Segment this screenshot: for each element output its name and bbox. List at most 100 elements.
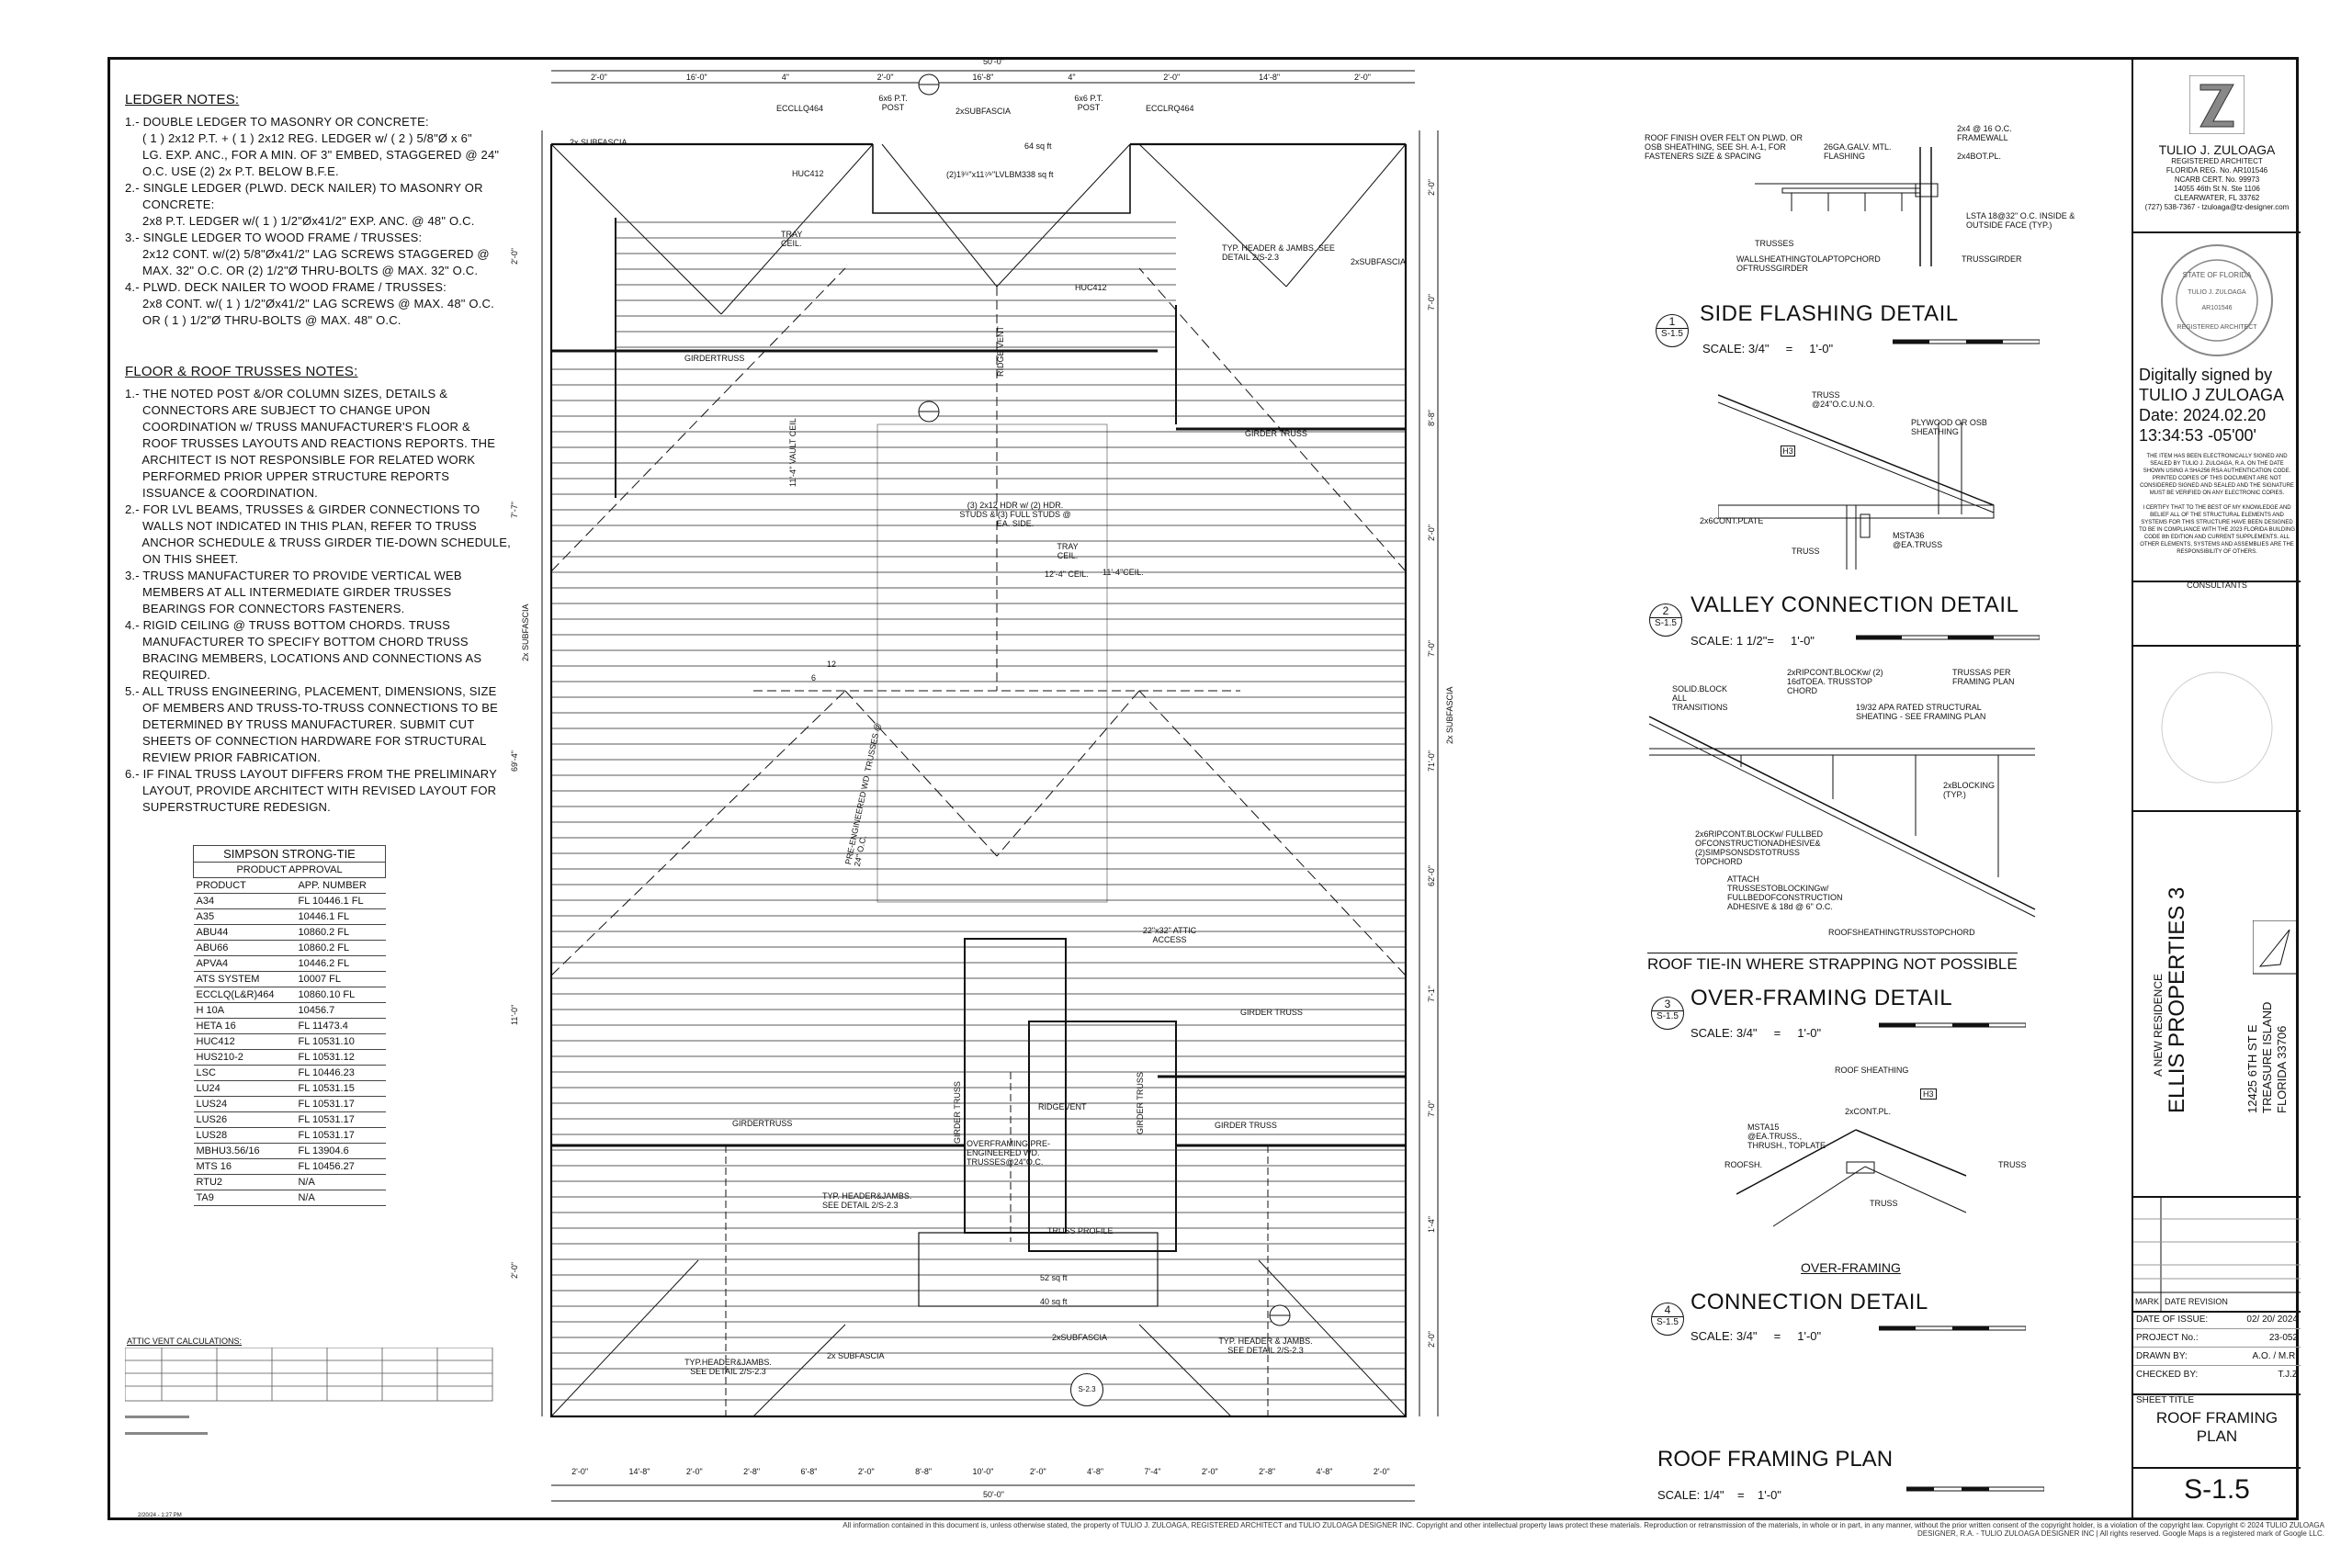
girder-truss-label-3: GIRDER TRUSS <box>1240 1008 1303 1017</box>
seal-state: STATE OF FLORIDA <box>2183 271 2252 279</box>
project-name: ELLIS PROPERTIES 3 <box>2165 886 2189 1113</box>
product-cell: A35 <box>193 908 296 925</box>
truss-note-line-11: ON THIS SHEET. <box>125 552 239 566</box>
detail-3-scale: SCALE: 3/4" = 1'-0" <box>1690 1026 1822 1040</box>
detail-2-note-6: TRUSS <box>1792 547 1820 556</box>
detail-1-note-3: 2x4 @ 16 O.C. FRAMEWALL <box>1957 124 2012 142</box>
subfascia-left-vertical: 2x SUBFASCIA <box>521 604 530 661</box>
truss-note-line-4: ROOF TRUSSES LAYOUTS AND REACTIONS REPOR… <box>125 436 496 450</box>
tiein-note-2: TRUSSAS PER FRAMING PLAN <box>1952 668 2015 686</box>
address-line-3: FLORIDA 33706 <box>2275 1025 2289 1113</box>
ceil-12-4-label: 12'-4" CEIL. <box>1045 570 1089 579</box>
detail-3-note-3: 2xCONT.PL. <box>1845 1107 1892 1116</box>
product-cell: ABU66 <box>193 940 296 956</box>
tiein-note-1: 2xRIPCONT.BLOCKw/ (2) 16dTOEA. TRUSSTOP … <box>1787 668 1883 695</box>
product-cell: MBHU3.56/16 <box>193 1143 296 1159</box>
truss-profile-label: TRUSS PROFILE <box>1047 1226 1114 1235</box>
detail-4-scale-bar <box>1879 1325 2026 1331</box>
detail-2-scale: SCALE: 1 1/2"= 1'-0" <box>1690 634 1815 648</box>
architect-line-6: (727) 538-7367 - tzuloaga@tz-designer.co… <box>2144 203 2290 211</box>
truss-note-line-12: 3.- TRUSS MANUFACTURER TO PROVIDE VERTIC… <box>125 569 462 582</box>
detail-1-note-4: 2x4BOT.PL. <box>1957 152 2002 161</box>
vault-ceil-vertical: 11'-4" VAULT CEIL <box>788 418 797 487</box>
dimension-dims-left-2: 7'-7" <box>510 502 519 518</box>
architect-line-5: CLEARWATER, FL 33762 <box>2174 194 2260 202</box>
subfascia-bottom-label: 2xSUBFASCIA <box>1052 1333 1108 1342</box>
truss-notes-list: 1.- THE NOTED POST &/OR COLUMN SIZES, DE… <box>125 386 511 816</box>
rev-date-label: DATE REVISION <box>2165 1297 2228 1306</box>
typ-header-label: TYP. HEADER & JAMBS. SEE DETAIL 2/S-2.3 <box>1222 243 1335 262</box>
seal-block: STATE OF FLORIDA TULIO J. ZULOAGA AR1015… <box>2133 231 2301 582</box>
date-of-issue-label: DATE OF ISSUE: <box>2136 1314 2209 1325</box>
tray-label: TRAY CEIL. <box>1057 542 1079 560</box>
sheet-title: ROOF FRAMING PLAN <box>2155 1409 2278 1445</box>
signature-line-1: Digitally signed by <box>2139 366 2273 384</box>
checked-by-value: T.J.Z <box>2278 1370 2298 1380</box>
detail-2-note-3: H3 <box>1781 446 1795 457</box>
subfascia-right-vertical: 2x SUBFASCIA <box>1445 686 1454 744</box>
dimension-dims-bottom-11: 7'-4" <box>1144 1467 1161 1476</box>
simpson-product-table: SIMPSON STRONG-TIE PRODUCT APPROVAL PROD… <box>193 845 386 1206</box>
dim-top-total: 50'-0" <box>983 57 1004 66</box>
detail-3-note-2: H3 <box>1920 1089 1937 1100</box>
architect-logo <box>2188 74 2245 135</box>
subfascia-bottom-left-label: 2x SUBFASCIA <box>827 1351 885 1360</box>
ecclq-left-label: ECCLLQ464 <box>776 104 824 113</box>
dimension-dims-bottom-3: 2'-0" <box>685 1467 703 1476</box>
product-cell: HUC412 <box>193 1033 296 1050</box>
dimension-dims-right-4: 2'-0" <box>1427 525 1436 542</box>
dimension-dims-right-7: 62'-0" <box>1427 865 1436 887</box>
dimension-dims-left-3: 69'-4" <box>510 750 519 772</box>
ridge-vent-vertical: RIDGE VENT <box>996 325 1005 377</box>
product-cell: LU24 <box>193 1080 296 1097</box>
detail-3-note-6: TRUSS <box>1998 1160 2027 1169</box>
girder-truss-label-4: GIRDER TRUSS <box>1215 1121 1277 1130</box>
detail-3-drawing <box>1736 1129 1967 1227</box>
ledger-note-line-3: LG. EXP. ANC., FOR A MIN. OF 3" EMBED, S… <box>125 148 500 162</box>
section-marker-right <box>1269 1304 1291 1326</box>
product-cell: ATS SYSTEM <box>193 971 296 987</box>
dimension-dims-bottom-4: 2'-8" <box>743 1467 761 1476</box>
dimension-dims-top-8: 14'-8" <box>1259 73 1281 82</box>
checked-by-label: CHECKED BY: <box>2136 1370 2199 1380</box>
dimension-dims-right-5: 7'-0" <box>1427 639 1436 657</box>
huc412-label: HUC412 <box>792 169 824 178</box>
ledger-note-line-10: MAX. 32" O.C. OR (2) 1/2"Ø THRU-BOLTS @ … <box>125 264 479 277</box>
signature-line-4: 13:34:53 -05'00' <box>2139 426 2256 445</box>
dimension-dims-bottom-8: 10'-0" <box>972 1467 994 1476</box>
dimension-dims-top-5: 16'-8" <box>972 73 994 82</box>
dimension-dims-bottom-13: 2'-8" <box>1259 1467 1276 1476</box>
app-number-cell: FL 10531.17 <box>295 1111 386 1128</box>
seal-bottom: REGISTERED ARCHITECT <box>2177 324 2257 331</box>
area-338-label: 338 sq ft <box>1022 170 1054 179</box>
drawing-sheet-border <box>107 57 2299 1520</box>
truss-note-line-15: 4.- RIGID CEILING @ TRUSS BOTTOM CHORDS.… <box>125 618 450 632</box>
detail-1-scale-bar <box>1893 339 2040 344</box>
issue-info-block: DATE OF ISSUE:02/ 20/ 2024 PROJECT No.:2… <box>2133 1311 2301 1395</box>
dimension-dims-bottom-15: 2'-0" <box>1373 1467 1390 1476</box>
attic-vent-title: ATTIC VENT CALCULATIONS: <box>127 1337 243 1346</box>
dimension-dims-top-2: 16'-0" <box>685 73 707 82</box>
app-number-cell: 10860.2 FL <box>295 924 386 941</box>
detail-1-note-7: WALLSHEATHINGTOLAPTOPCHORD OFTRUSSGIRDER <box>1736 254 1881 273</box>
ledger-notes: LEDGER NOTES: 1.- DOUBLE LEDGER TO MASON… <box>125 92 499 329</box>
ledger-note-line-8: 3.- SINGLE LEDGER TO WOOD FRAME / TRUSSE… <box>125 231 423 244</box>
date-of-issue-row: DATE OF ISSUE:02/ 20/ 2024 <box>2133 1311 2301 1329</box>
checked-by-row: CHECKED BY: T.J.Z <box>2133 1366 2301 1383</box>
subfascia-right-label: 2xSUBFASCIA <box>1351 257 1407 266</box>
dimension-dims-top-6: 4" <box>1068 73 1076 82</box>
post-right-label: 6x6 P.T. POST <box>1074 94 1103 112</box>
detail-3-note-5: ROOFSH. <box>1724 1160 1763 1169</box>
product-cell: A34 <box>193 893 296 909</box>
simpson-subtitle: PRODUCT APPROVAL <box>193 862 386 878</box>
plan-scale: SCALE: 1/4" = 1'-0" <box>1657 1488 1781 1502</box>
truss-note-line-21: DETERMINED BY TRUSS MANUFACTURER. SUBMIT… <box>125 717 475 731</box>
